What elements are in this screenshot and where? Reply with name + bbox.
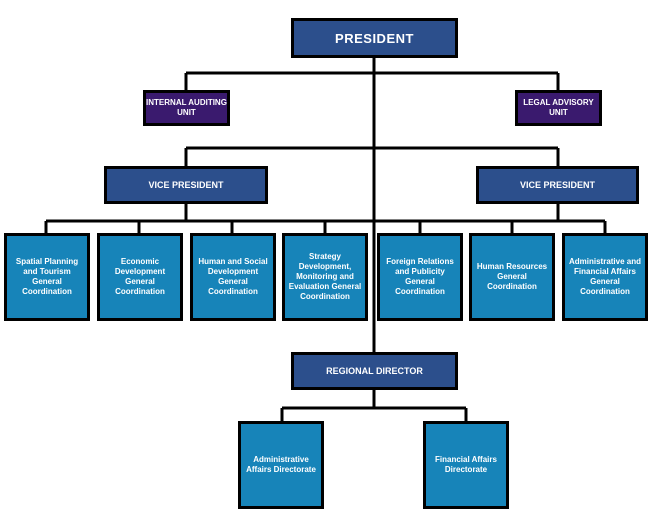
coordination-box-spatial-planning: Spatial Planning and Tourism General Coo… bbox=[4, 233, 90, 321]
coordination-box-administrative-financial: Administrative and Financial Affairs Gen… bbox=[562, 233, 648, 321]
vice-president-right-box: VICE PRESIDENT bbox=[476, 166, 639, 204]
president-box: PRESIDENT bbox=[291, 18, 458, 58]
coordination-box-economic-development: Economic Development General Coordinatio… bbox=[97, 233, 183, 321]
internal-auditing-unit-box: INTERNAL AUDITING UNIT bbox=[143, 90, 230, 126]
directorate-box-financial-affairs: Financial Affairs Directorate bbox=[423, 421, 509, 509]
coordination-box-strategy-development: Strategy Development, Monitoring and Eva… bbox=[282, 233, 368, 321]
directorate-box-administrative-affairs: Administrative Affairs Directorate bbox=[238, 421, 324, 509]
legal-advisory-unit-box: LEGAL ADVISORY UNIT bbox=[515, 90, 602, 126]
vice-president-left-box: VICE PRESIDENT bbox=[104, 166, 268, 204]
coordination-box-human-resources: Human Resources General Coordination bbox=[469, 233, 555, 321]
regional-director-box: REGIONAL DIRECTOR bbox=[291, 352, 458, 390]
coordination-box-foreign-relations: Foreign Relations and Publicity General … bbox=[377, 233, 463, 321]
coordination-box-human-social-development: Human and Social Development General Coo… bbox=[190, 233, 276, 321]
